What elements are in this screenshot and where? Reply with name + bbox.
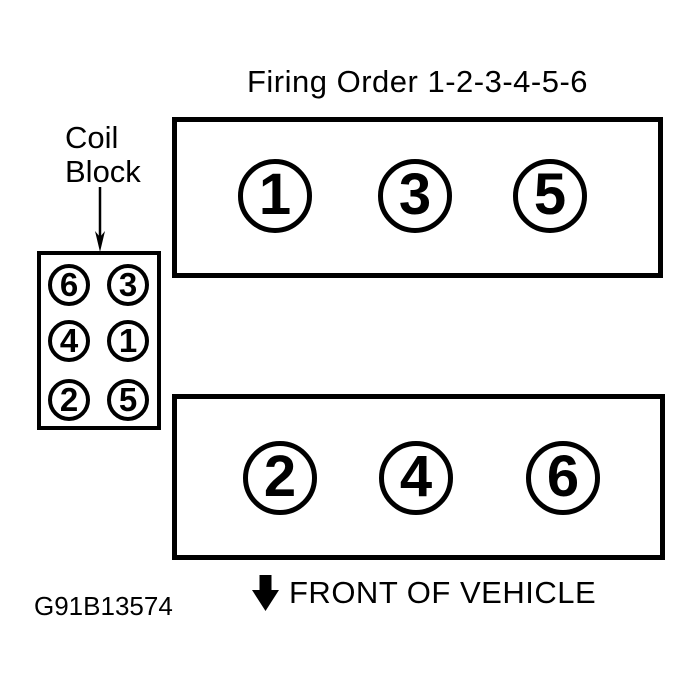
coil-pointer-arrow-icon [95, 187, 105, 252]
cylinder-number: 1 [258, 162, 292, 227]
coil-block-box: 6 3 4 1 2 5 [37, 251, 161, 430]
cylinder-circle: 6 [526, 441, 600, 515]
cylinder-number: 4 [399, 444, 433, 509]
cylinder-circle: 2 [243, 441, 317, 515]
coil-terminal-number: 5 [118, 380, 138, 418]
coil-terminal: 2 [48, 379, 90, 421]
coil-terminal: 4 [48, 320, 90, 362]
cylinder-bank-front: 2 4 6 [172, 394, 665, 560]
coil-terminal-number: 3 [118, 265, 138, 303]
cylinder-circle: 4 [379, 441, 453, 515]
page-title: Firing Order 1-2-3-4-5-6 [246, 64, 589, 99]
cylinder-number: 2 [263, 444, 297, 509]
coil-terminal-number: 2 [59, 380, 79, 418]
coil-block-label: Coil Block [65, 121, 141, 189]
coil-terminal: 6 [48, 264, 90, 306]
cylinder-number: 5 [533, 162, 567, 227]
coil-terminal: 5 [107, 379, 149, 421]
cylinder-circle: 1 [238, 159, 312, 233]
figure-id: G91B13574 [34, 591, 173, 621]
coil-terminal-number: 6 [59, 265, 79, 303]
cylinder-circle: 3 [378, 159, 452, 233]
down-arrow-icon [252, 575, 279, 611]
front-of-vehicle-indicator: FRONT OF VEHICLE [252, 575, 596, 611]
cylinder-bank-rear: 1 3 5 [172, 117, 663, 278]
coil-terminal-number: 4 [59, 321, 79, 359]
cylinder-circle: 5 [513, 159, 587, 233]
front-of-vehicle-label: FRONT OF VEHICLE [289, 575, 597, 610]
coil-terminal-number: 1 [118, 321, 138, 359]
cylinder-number: 6 [546, 444, 580, 509]
coil-terminal: 1 [107, 320, 149, 362]
cylinder-number: 3 [398, 162, 432, 227]
coil-terminal: 3 [107, 264, 149, 306]
coil-block-label-line2: Block [65, 154, 141, 189]
coil-block-label-line1: Coil [65, 120, 119, 155]
